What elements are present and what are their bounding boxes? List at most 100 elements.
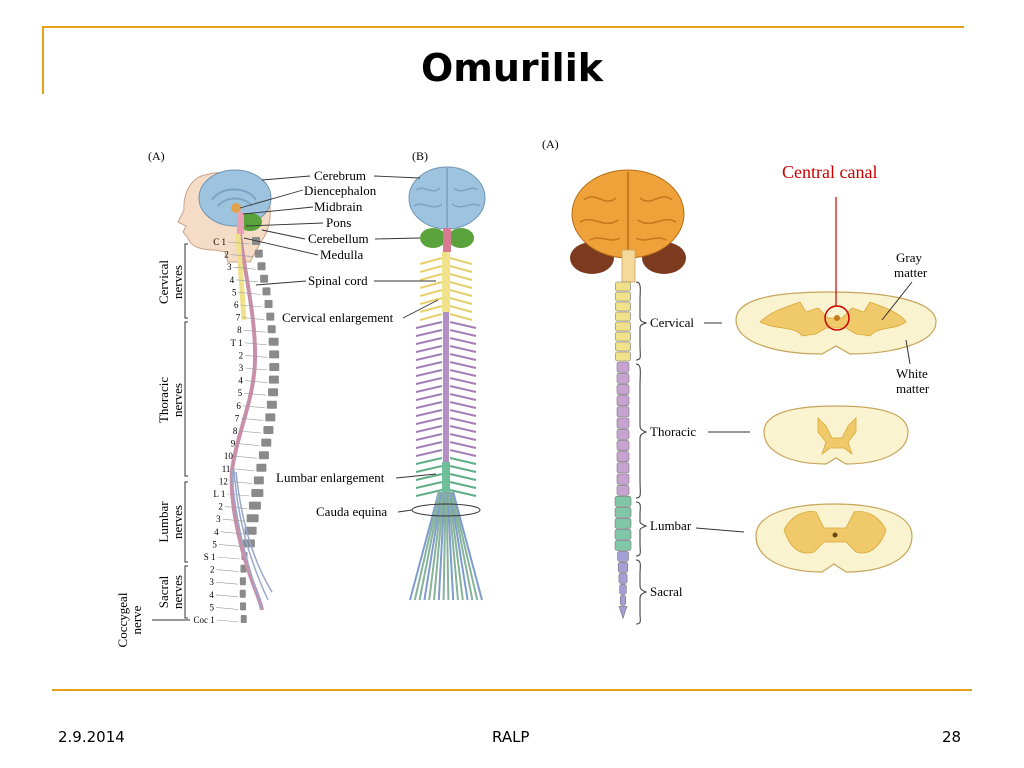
vertebra xyxy=(269,363,280,371)
nerve-root-line xyxy=(240,304,263,308)
vertebral-column-a xyxy=(239,237,280,623)
label-spinal-cord: Spinal cord xyxy=(308,273,368,288)
nerve-root-line xyxy=(239,430,262,434)
vertebra-number: 4 xyxy=(230,275,235,285)
vertebra xyxy=(253,476,264,485)
vertebra-number: 12 xyxy=(219,476,228,486)
diencephalon-a xyxy=(231,203,241,213)
nerve-root-line xyxy=(230,254,253,257)
vertebra xyxy=(268,337,279,346)
brain-anterior-view xyxy=(570,169,686,283)
head-silhouette xyxy=(177,169,272,263)
nerve-root-line xyxy=(233,266,256,270)
vertebra xyxy=(260,274,269,283)
vertebra-number: 7 xyxy=(236,313,241,323)
gray-matter-label-1: Gray xyxy=(896,250,922,265)
white-matter-pointer xyxy=(905,339,911,365)
vertebra xyxy=(256,463,267,472)
vertebra xyxy=(248,501,261,510)
vertebra-number: 10 xyxy=(224,451,234,461)
nerve-root-line xyxy=(236,279,259,283)
level-lumbar-label: Lumbar xyxy=(650,518,692,533)
vertebra xyxy=(254,249,263,258)
right-panel-a-label: (A) xyxy=(542,137,559,151)
nerve-root-line xyxy=(244,392,267,396)
vertebra-number: 3 xyxy=(239,363,244,373)
sacral-nerves-label-1: Sacral xyxy=(156,575,171,608)
vertebra-number: 6 xyxy=(234,300,239,310)
vertebra-number: Coc 1 xyxy=(194,615,215,625)
left-panel-b-label: (B) xyxy=(412,149,428,163)
white-matter-label-1: White xyxy=(896,366,928,381)
central-canal-annotation: Central canal xyxy=(782,162,877,182)
vertebra-number: 8 xyxy=(237,325,242,335)
label-cerebrum: Cerebrum xyxy=(314,168,366,183)
cervical-nerves-label-1: Cervical xyxy=(156,260,171,304)
nerve-root-line xyxy=(222,518,245,522)
level-pointer-lines xyxy=(695,322,750,533)
slide-title: Omurilik xyxy=(420,46,604,90)
vertebra xyxy=(262,287,271,296)
central-canal-circle xyxy=(824,305,850,331)
vertebra-number: 8 xyxy=(233,426,238,436)
label-cauda-equina: Cauda equina xyxy=(316,504,387,519)
vertebra-number: L 1 xyxy=(213,489,225,499)
vertebra xyxy=(240,615,247,623)
level-cervical-label: Cervical xyxy=(650,315,694,330)
nerve-root-line xyxy=(215,581,238,585)
footer-center-text: RALP xyxy=(492,728,530,746)
vertebra xyxy=(246,514,259,523)
vertebra-number: 5 xyxy=(232,287,237,297)
nerve-root-line xyxy=(216,619,239,623)
nerve-root-line xyxy=(243,329,266,333)
nerve-root-line xyxy=(216,607,239,610)
nerve-root-line xyxy=(220,531,243,535)
vertebra-number: 2 xyxy=(239,350,244,360)
lumbar-nerves-label-2: nerves xyxy=(170,505,185,539)
label-cerebellum: Cerebellum xyxy=(308,231,369,246)
nerve-root-line xyxy=(227,493,250,497)
nerve-root-line xyxy=(238,292,261,295)
spinal-cord-side-view xyxy=(229,233,264,611)
vertebra-number: 4 xyxy=(238,376,243,386)
vertebra xyxy=(257,262,266,271)
cross-section-thoracic xyxy=(763,405,909,465)
vertebra xyxy=(264,300,273,308)
brain-posterior-view xyxy=(408,166,486,252)
gray-matter-pointer xyxy=(881,281,913,321)
vertebra xyxy=(240,564,247,573)
footer-page-number: 28 xyxy=(942,728,962,746)
nerve-root-line xyxy=(216,569,239,572)
nerve-root-line xyxy=(215,594,238,598)
vertebra xyxy=(267,325,276,334)
label-diencephalon: Diencephalon xyxy=(304,183,377,198)
nerve-root-line xyxy=(229,481,252,484)
vertebra-number: 7 xyxy=(235,413,240,423)
vertebra xyxy=(265,413,276,422)
cervical-nerves-label-2: nerves xyxy=(170,265,185,299)
vertebra-number: 6 xyxy=(236,401,241,411)
vertebra xyxy=(268,375,279,384)
nerve-root-line xyxy=(245,355,268,358)
vertebra-number: T 1 xyxy=(231,338,243,348)
vertebra xyxy=(251,489,264,497)
vertebra xyxy=(258,451,269,460)
vertebra-number: 2 xyxy=(218,502,223,512)
vertebra xyxy=(263,426,274,434)
label-lumbar-enlargement: Lumbar enlargement xyxy=(276,470,385,485)
vertebra-number: 3 xyxy=(209,577,214,587)
vertebra xyxy=(239,577,246,586)
label-medulla: Medulla xyxy=(320,247,364,262)
vertebra-number: S 1 xyxy=(204,552,216,562)
coccygeal-nerve-label-1: Coccygeal xyxy=(115,592,130,647)
thoracic-nerves-label-1: Thoracic xyxy=(156,377,171,423)
spinal-cord-segments xyxy=(614,281,632,620)
level-sacral-label: Sacral xyxy=(650,584,683,599)
vertebra-number: 5 xyxy=(212,539,217,549)
vertebra xyxy=(240,602,247,611)
nerve-root-line xyxy=(242,317,265,320)
vertebra xyxy=(268,388,279,397)
vertebra xyxy=(269,350,280,359)
